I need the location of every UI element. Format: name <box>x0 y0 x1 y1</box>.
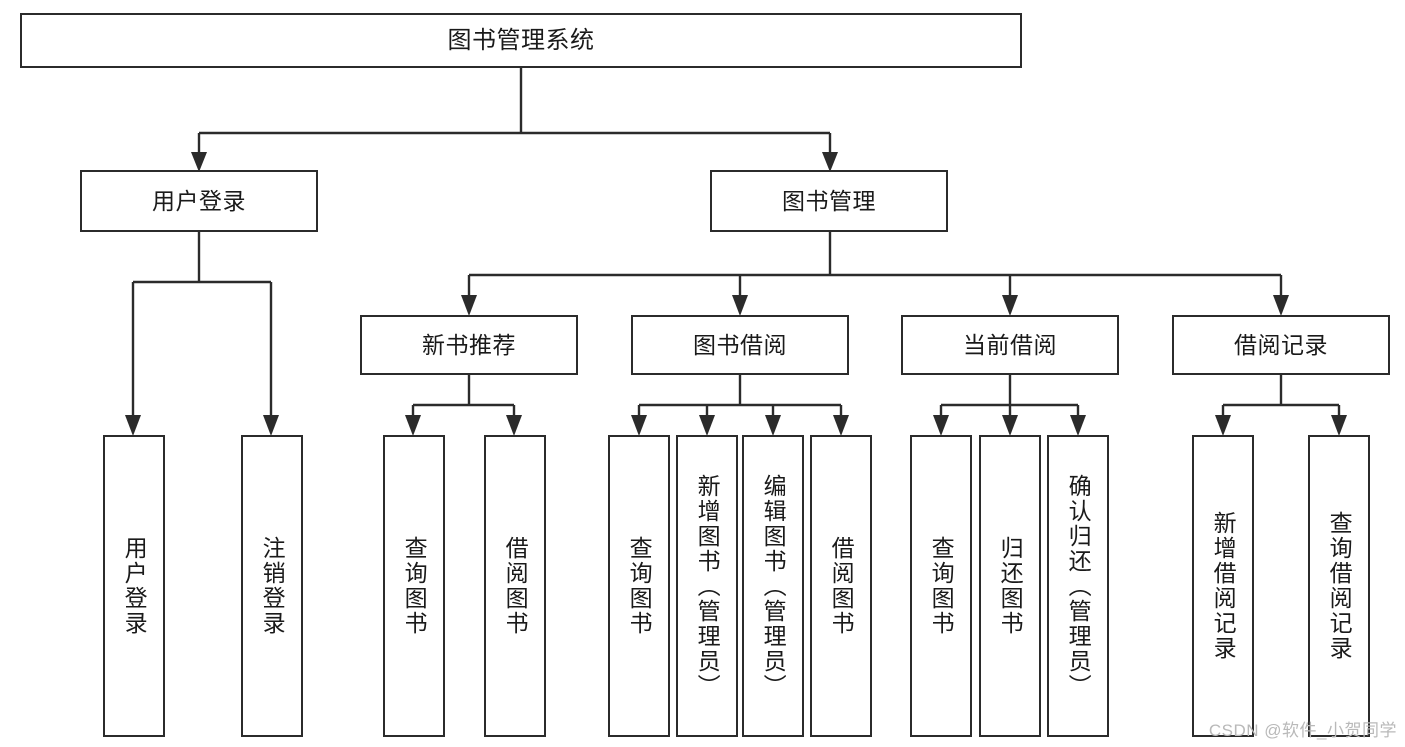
node-current-borrowing[interactable]: 当前借阅 <box>901 315 1119 375</box>
node-label: 新增图书（管理员） <box>694 473 721 699</box>
leaf-book-borrow-borrow[interactable]: 借阅图书 <box>810 435 872 737</box>
node-label: 借阅图书 <box>828 536 855 636</box>
node-borrowing-records[interactable]: 借阅记录 <box>1172 315 1390 375</box>
node-label: 确认归还（管理员） <box>1065 473 1092 699</box>
node-label: 图书管理 <box>782 187 876 214</box>
leaf-book-borrow-edit-admin[interactable]: 编辑图书（管理员） <box>742 435 804 737</box>
node-root-library-system[interactable]: 图书管理系统 <box>20 13 1022 68</box>
leaf-user-login-signin[interactable]: 用户登录 <box>103 435 165 737</box>
connector-bookmgmt-to-level3 <box>461 232 1289 316</box>
node-book-management[interactable]: 图书管理 <box>710 170 948 232</box>
node-label: 用户登录 <box>121 536 148 636</box>
connector-root-to-level2 <box>191 68 838 172</box>
node-label: 借阅图书 <box>502 536 529 636</box>
node-label: 当前借阅 <box>963 331 1057 358</box>
leaf-user-login-signout[interactable]: 注销登录 <box>241 435 303 737</box>
node-label: 查询借阅记录 <box>1326 511 1353 661</box>
node-new-book-recommendation[interactable]: 新书推荐 <box>360 315 578 375</box>
watermark-text: CSDN @软件_小贺同学 <box>1208 721 1397 740</box>
node-label: 图书管理系统 <box>447 26 595 54</box>
node-label: 查询图书 <box>626 536 653 636</box>
leaf-borrow-record-add[interactable]: 新增借阅记录 <box>1192 435 1254 737</box>
leaf-borrow-record-query[interactable]: 查询借阅记录 <box>1308 435 1370 737</box>
node-label: 借阅记录 <box>1234 331 1328 358</box>
node-label: 新书推荐 <box>422 331 516 358</box>
leaf-current-borrow-query[interactable]: 查询图书 <box>910 435 972 737</box>
connector-newbook-to-leaves <box>405 375 522 436</box>
node-label: 查询图书 <box>928 536 955 636</box>
leaf-new-book-borrow[interactable]: 借阅图书 <box>484 435 546 737</box>
node-label: 查询图书 <box>401 536 428 636</box>
connector-userlogin-to-leaves <box>125 232 279 436</box>
connector-bookborrow-to-leaves <box>631 375 849 436</box>
node-label: 图书借阅 <box>693 331 787 358</box>
node-label: 编辑图书（管理员） <box>760 473 787 699</box>
leaf-book-borrow-add-admin[interactable]: 新增图书（管理员） <box>676 435 738 737</box>
node-label: 用户登录 <box>152 187 246 214</box>
node-user-login[interactable]: 用户登录 <box>80 170 318 232</box>
node-book-borrowing[interactable]: 图书借阅 <box>631 315 849 375</box>
connector-borrowrecord-to-leaves <box>1215 375 1347 436</box>
leaf-new-book-query[interactable]: 查询图书 <box>383 435 445 737</box>
leaf-current-borrow-return[interactable]: 归还图书 <box>979 435 1041 737</box>
node-label: 归还图书 <box>997 536 1024 636</box>
node-label: 新增借阅记录 <box>1210 511 1237 661</box>
leaf-current-borrow-confirm-return-admin[interactable]: 确认归还（管理员） <box>1047 435 1109 737</box>
node-label: 注销登录 <box>259 536 286 636</box>
leaf-book-borrow-query[interactable]: 查询图书 <box>608 435 670 737</box>
connector-currentborrow-to-leaves <box>933 375 1086 436</box>
